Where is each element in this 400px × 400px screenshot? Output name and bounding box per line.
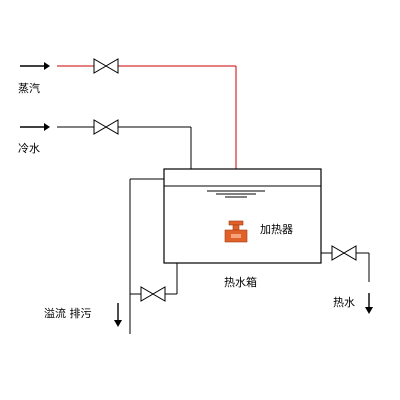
- drain-valve-icon[interactable]: [140, 286, 166, 302]
- steam-inlet-arrow-icon: [20, 62, 50, 70]
- cold-water-label: 冷水: [18, 142, 40, 155]
- steam-label: 蒸汽: [18, 81, 40, 95]
- hot-water-label: 热水: [333, 296, 355, 309]
- cold-water-inlet-arrow-icon: [20, 123, 50, 131]
- steam-valve-icon[interactable]: [93, 58, 119, 74]
- cold-water-valve-icon[interactable]: [93, 119, 119, 135]
- heater-icon: [224, 220, 248, 243]
- cold-water-pipe: [57, 126, 192, 169]
- hot-water-valve-icon[interactable]: [331, 245, 357, 261]
- heater-label: 加热器: [260, 223, 293, 236]
- hot-water-pipe: [321, 252, 370, 282]
- overflow-outlet-arrow-icon: [114, 303, 122, 327]
- hot-water-tank: [163, 168, 322, 264]
- water-level-icon: [207, 190, 265, 198]
- overflow-pipe: [129, 178, 164, 334]
- hot-water-outlet-arrow-icon: [365, 293, 373, 314]
- overflow-drain-label: 溢流 排污: [44, 306, 92, 320]
- drain-pipe: [130, 263, 178, 295]
- tank-label: 热水箱: [224, 275, 257, 289]
